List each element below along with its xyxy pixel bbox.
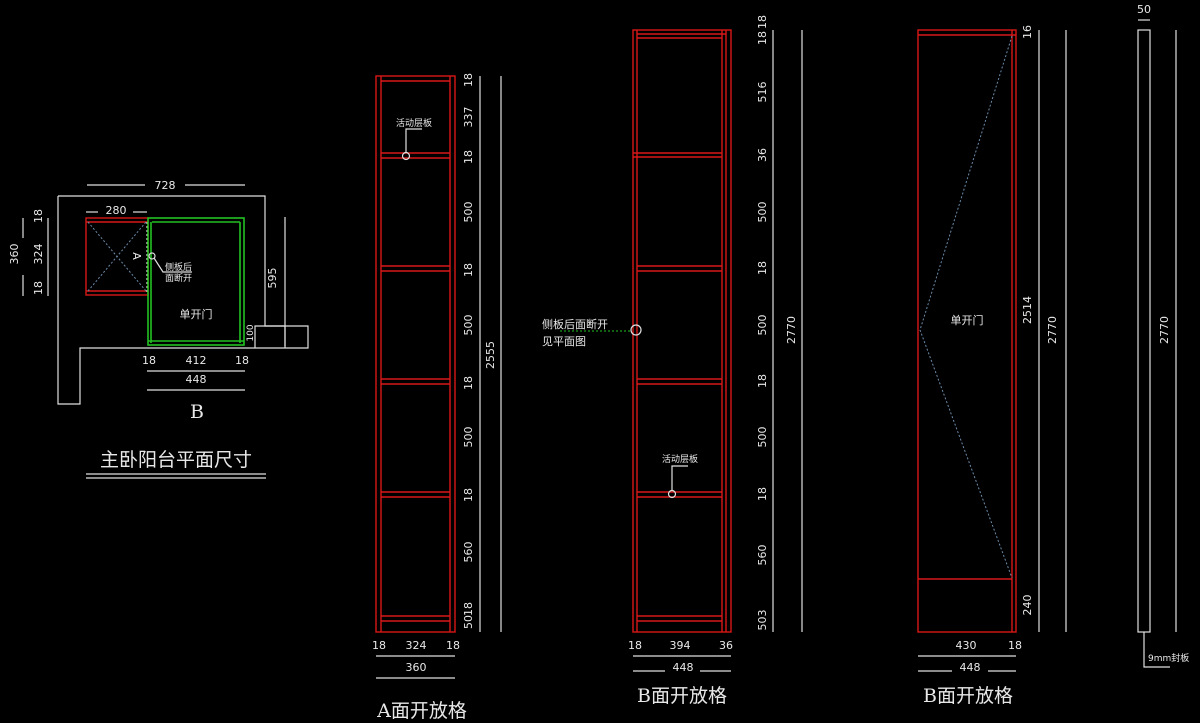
elevation-b: 侧板后面断开 见平面图 活动层板 18 18 516 36 500 18 500… <box>542 15 803 707</box>
dimension-label: 503 <box>756 610 769 631</box>
dimension-label: 500 <box>462 427 475 448</box>
vertical-dims-b: 18 18 516 36 500 18 500 18 500 18 560 50… <box>756 15 769 631</box>
dim-2514: 2514 <box>1021 296 1034 324</box>
dimension-label: 18 <box>756 31 769 45</box>
dimension-label: 500 <box>756 427 769 448</box>
side-panel: 50 2770 9mm封板 <box>1137 3 1189 668</box>
dimension-label: 18 <box>756 374 769 388</box>
dimension-label: 18 <box>446 639 460 652</box>
dimension-label: 500 <box>756 202 769 223</box>
dimension-label: 324 <box>406 639 427 652</box>
cabinet-b-frame <box>632 29 732 633</box>
side-panel-rect <box>1137 29 1151 633</box>
dimension-label: 18 <box>372 639 386 652</box>
shelves-b <box>633 152 722 622</box>
dim-728: 728 <box>155 179 176 192</box>
elevation-b-door-title: B面开放格 <box>923 685 1013 707</box>
dimension-label: 18 <box>628 639 642 652</box>
dim-total-width-b: 448 <box>673 661 694 674</box>
dim-b-right: 18 <box>235 354 249 367</box>
dimension-label: 18 <box>462 263 475 277</box>
side-panel-note: 9mm封板 <box>1148 652 1189 664</box>
dimension-label: 50 <box>462 615 475 629</box>
dim-50: 50 <box>1137 3 1151 16</box>
drawing-line <box>153 257 192 273</box>
dimension-label: 18 <box>1008 639 1022 652</box>
side-panel-marker <box>630 324 642 336</box>
callout-movable-shelf: 活动层板 <box>396 117 432 129</box>
door-frame <box>917 29 1017 633</box>
elevation-a: 活动层板 18 337 18 500 18 500 18 500 18 560 … <box>372 73 502 722</box>
drawing-line <box>405 128 422 152</box>
dim-b-total: 448 <box>186 373 207 386</box>
dimension-label: 36 <box>756 148 769 162</box>
dim-18-bottom: 18 <box>32 281 45 295</box>
dim-b-left: 18 <box>142 354 156 367</box>
elevation-b-door: 单开门 16 2514 240 2770 430 18 448 B面开放格 <box>917 25 1067 707</box>
dim-18-top: 18 <box>32 209 45 223</box>
dimension-label: 500 <box>462 202 475 223</box>
plan-view: A 单开门 侧板后 面断开 728 280 360 324 18 18 595 … <box>8 179 309 479</box>
dimension-label: 18 <box>756 261 769 275</box>
dimension-label: 18 <box>756 487 769 501</box>
elevation-b-title: B面开放格 <box>637 685 727 707</box>
movable-shelf-marker-b <box>667 489 677 499</box>
dimension-label: 516 <box>756 82 769 103</box>
vertical-dims-a: 18 337 18 500 18 500 18 500 18 560 50 18 <box>462 73 475 629</box>
dim-324: 324 <box>32 244 45 265</box>
step-box <box>254 325 286 348</box>
dimension-label: 394 <box>670 639 691 652</box>
plan-door-label: 单开门 <box>180 307 213 321</box>
elevation-a-title: A面开放格 <box>376 700 467 722</box>
movable-shelf-marker <box>401 151 411 161</box>
dim-360: 360 <box>8 244 21 265</box>
dim-total-width-door: 448 <box>960 661 981 674</box>
dimension-label: 18 <box>462 73 475 87</box>
drawing-line <box>671 465 688 490</box>
wall-outline <box>57 195 309 405</box>
drawing-line <box>87 221 147 292</box>
dim-b-inner: 412 <box>186 354 207 367</box>
dimension-label: 18 <box>462 376 475 390</box>
dimension-label: 18 <box>756 15 769 29</box>
dimension-label: 500 <box>462 315 475 336</box>
callout-side-panel-2: 见平面图 <box>542 335 586 348</box>
plan-note-2: 面断开 <box>165 272 192 284</box>
callout-marker <box>148 252 156 260</box>
door-label: 单开门 <box>951 313 984 327</box>
plan-title: 主卧阳台平面尺寸 <box>100 449 252 471</box>
dim-total-height-side: 2770 <box>1158 316 1171 344</box>
dim-total-height-door: 2770 <box>1046 316 1059 344</box>
dimension-label: 560 <box>462 542 475 563</box>
plan-note-1: 侧板后 <box>165 261 192 273</box>
drawing-line <box>1143 632 1170 668</box>
dimension-label: 36 <box>719 639 733 652</box>
cabinet-b-plan <box>147 217 245 346</box>
dim-240: 240 <box>1021 595 1034 616</box>
dim-100: 100 <box>246 324 256 341</box>
dim-total-width-a: 360 <box>406 661 427 674</box>
dimension-label: 500 <box>756 315 769 336</box>
dim-280: 280 <box>106 204 127 217</box>
dim-total-height-b: 2770 <box>785 316 798 344</box>
plan-label-a: A <box>130 252 143 260</box>
cabinet-a-frame <box>375 75 456 633</box>
dim-total-height-a: 2555 <box>484 341 497 369</box>
shelves-a <box>381 152 450 622</box>
plan-label-b: B <box>190 401 204 423</box>
dimension-label: 560 <box>756 545 769 566</box>
dimension-label: 430 <box>956 639 977 652</box>
door-swing-lines <box>919 35 1013 579</box>
dimension-label: 337 <box>462 107 475 128</box>
dimension-label: 18 <box>462 602 475 616</box>
dim-595: 595 <box>266 268 279 289</box>
dimension-label: 18 <box>462 150 475 164</box>
callout-side-panel-1: 侧板后面断开 <box>542 317 608 331</box>
dim-16: 16 <box>1021 25 1034 39</box>
dimension-label: 18 <box>462 488 475 502</box>
callout-movable-shelf-b: 活动层板 <box>662 453 698 465</box>
